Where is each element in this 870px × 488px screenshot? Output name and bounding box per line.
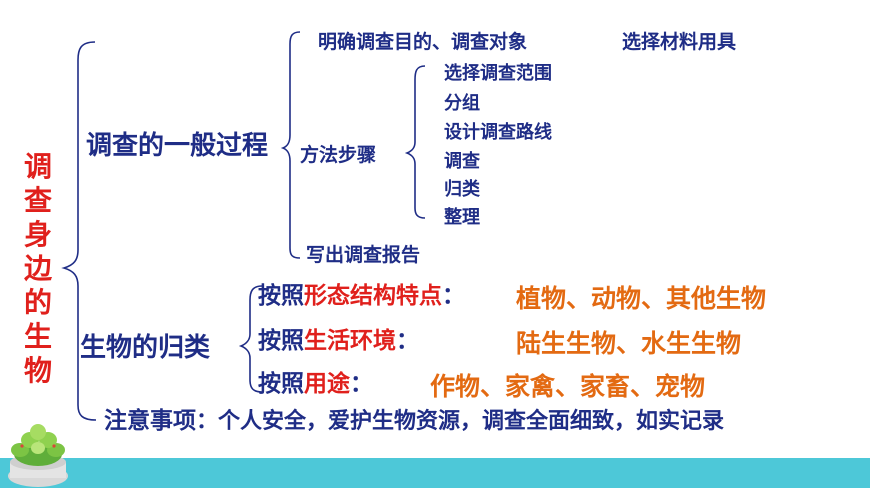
note-line: 注意事项：个人安全，爱护生物资源，调查全面细致，如实记录 bbox=[104, 408, 725, 434]
root-title: 调查身边的生物 bbox=[23, 150, 52, 387]
classify-row-morphology: 按照形态结构特点： bbox=[258, 283, 465, 309]
main-brace bbox=[61, 41, 97, 421]
classify-row-use: 按照用途： bbox=[258, 371, 373, 397]
process-title: 调查的一般过程 bbox=[86, 131, 269, 161]
classify-row-habitat: 按照生活环境： bbox=[258, 328, 419, 354]
classify-result-use: 作物、家禽、家畜、宠物 bbox=[430, 372, 706, 401]
classify-title: 生物的归类 bbox=[80, 333, 211, 363]
method-brace bbox=[404, 65, 426, 219]
floor-strip bbox=[0, 458, 870, 488]
classify-result-habitat: 陆生生物、水生生物 bbox=[516, 329, 742, 358]
method-item: 分组 bbox=[444, 93, 480, 114]
method-item: 设计调查路线 bbox=[444, 122, 552, 143]
classify-result-morphology: 植物、动物、其他生物 bbox=[516, 284, 767, 313]
succulent-plant-icon bbox=[8, 424, 68, 487]
process-step-materials: 选择材料用具 bbox=[622, 31, 737, 53]
process-brace bbox=[280, 31, 301, 259]
method-item: 选择调查范围 bbox=[444, 63, 552, 84]
process-step-report: 写出调查报告 bbox=[306, 244, 421, 266]
method-item: 整理 bbox=[444, 207, 480, 228]
method-label: 方法步骤 bbox=[300, 144, 377, 166]
process-step-goal: 明确调查目的、调查对象 bbox=[318, 31, 528, 53]
classify-brace bbox=[238, 285, 263, 393]
method-item: 归类 bbox=[444, 179, 480, 200]
method-item: 调查 bbox=[444, 151, 480, 172]
